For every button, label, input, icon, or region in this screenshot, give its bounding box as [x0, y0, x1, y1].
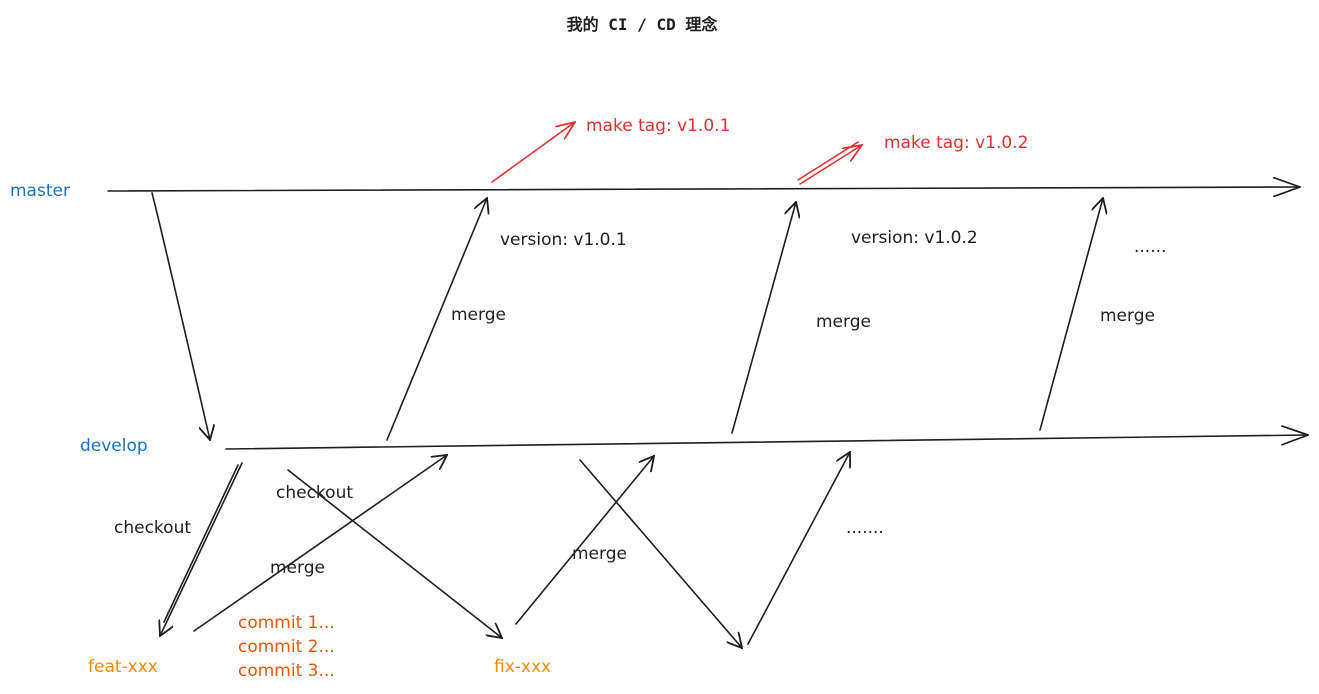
merge-arrow-1 — [386, 198, 487, 441]
merge-fix-arrow — [515, 456, 654, 625]
tag-label-2: make tag: v1.0.2 — [884, 133, 1028, 153]
branch-label-master: master — [10, 181, 70, 201]
branch-label-feat: feat-xxx — [88, 657, 158, 677]
merge-label-1: merge — [451, 305, 506, 325]
version-label-1: version: v1.0.1 — [500, 230, 627, 250]
commit-label-2: commit 2... — [238, 637, 335, 657]
checkout-label-fix: checkout — [276, 483, 353, 503]
checkout-feat-arrow — [160, 462, 243, 636]
merge-feat-arrow — [193, 455, 447, 632]
checkout-fix-arrow — [287, 469, 502, 638]
merge-label-feat: merge — [270, 558, 325, 578]
diagram-title: 我的 CI / CD 理念 — [567, 15, 719, 34]
version-label-more: ...... — [1134, 237, 1166, 257]
merge-label-fix: merge — [572, 544, 627, 564]
develop-line — [225, 435, 1308, 450]
merge-next-arrow — [747, 452, 850, 645]
tag-arrow-2 — [799, 145, 862, 185]
merge-label-3: merge — [1100, 306, 1155, 326]
master-to-develop-arrow — [151, 192, 210, 440]
tag-label-1: make tag: v1.0.1 — [586, 116, 730, 136]
commit-label-1: commit 1... — [238, 613, 335, 633]
tag-arrow-2-double — [797, 141, 859, 181]
more-dev-label: ....... — [846, 518, 884, 538]
checkout-label-feat: checkout — [114, 518, 191, 538]
branch-label-fix: fix-xxx — [494, 657, 551, 677]
commit-label-3: commit 3... — [238, 661, 335, 681]
merge-arrow-3 — [1039, 198, 1103, 431]
merge-label-2: merge — [816, 312, 871, 332]
tag-arrow-1 — [491, 122, 575, 183]
checkout-next-arrow — [579, 459, 742, 648]
master-line — [107, 187, 1300, 191]
branch-label-develop: develop — [80, 436, 148, 456]
checkout-feat-arrow-double — [163, 464, 239, 623]
version-label-2: version: v1.0.2 — [851, 228, 978, 248]
merge-arrow-2 — [731, 202, 796, 434]
